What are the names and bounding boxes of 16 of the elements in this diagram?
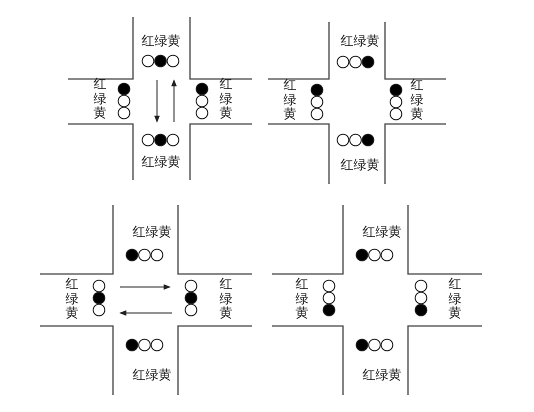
light-color-label: 红绿黄 (284, 78, 296, 124)
light-color-label: 红绿黄 (340, 34, 380, 48)
light-color-label: 红绿黄 (142, 156, 180, 168)
light-color-label: 红绿黄 (410, 78, 424, 124)
light-color-label: 红绿黄 (132, 368, 172, 382)
light-color-label: 红绿黄 (142, 34, 180, 48)
light-color-label: 红绿黄 (220, 78, 232, 122)
light-color-label: 红绿黄 (362, 226, 402, 238)
light-color-label: 红绿黄 (94, 78, 106, 122)
light-color-label: 红绿黄 (340, 158, 380, 172)
light-color-label: 红绿黄 (220, 278, 232, 322)
light-color-label: 红绿黄 (296, 278, 308, 322)
light-color-label: 红绿黄 (132, 226, 172, 238)
light-color-label: 红绿黄 (362, 368, 402, 382)
light-color-label: 红绿黄 (66, 278, 78, 322)
light-color-label: 红绿黄 (448, 278, 462, 322)
